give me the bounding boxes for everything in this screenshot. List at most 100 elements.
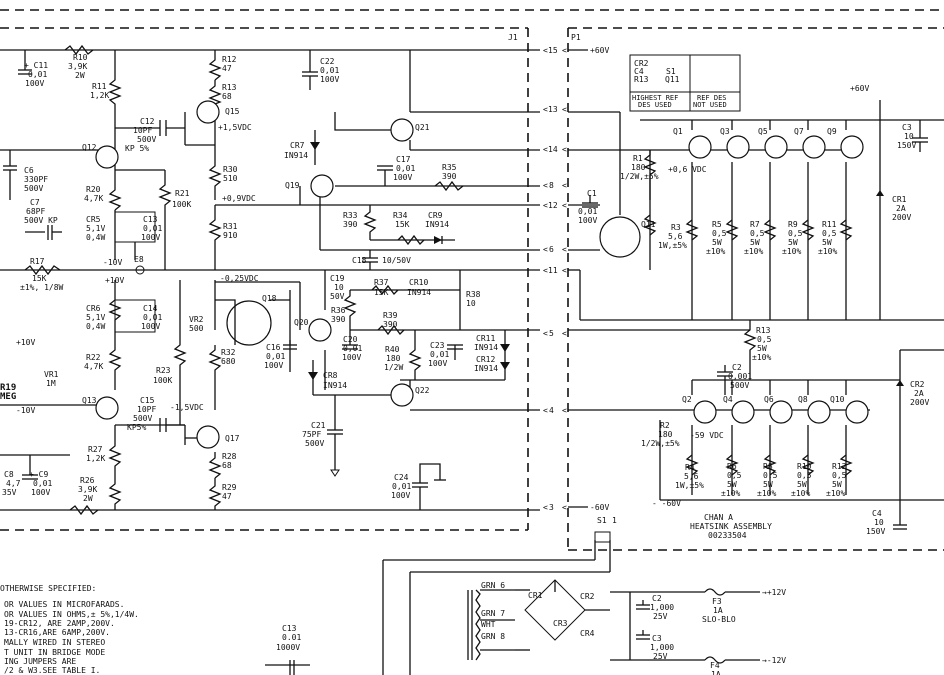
svg-text:<: < (543, 503, 548, 512)
q15-label: Q15 (225, 107, 240, 116)
v-minus-10-a: -10V (103, 258, 122, 267)
q21-symbol (390, 118, 414, 142)
plus12-label: →+12V (762, 588, 786, 597)
q20-label: Q20 (294, 318, 309, 327)
note-3: 19-CR12, ARE 2AMP,200V. (4, 619, 115, 628)
svg-text:<: < (562, 329, 567, 338)
v-plus-06: +0,6 VDC (668, 165, 707, 174)
v-minus-59: -59 VDC (690, 431, 724, 440)
wire-grn-6: GRN 6 (481, 581, 505, 590)
q7-label: Q7 (794, 127, 804, 136)
svg-text:4: 4 (549, 406, 554, 415)
power-supply (382, 531, 760, 675)
q4-label: Q4 (723, 395, 733, 404)
q6-symbol (769, 400, 793, 424)
q5-label: Q5 (758, 127, 768, 136)
q9-label: Q9 (827, 127, 837, 136)
q6-label: Q6 (764, 395, 774, 404)
r17-label: R17 (30, 257, 45, 266)
note-8: /2 & W3.SEE TABLE I. (4, 666, 100, 675)
v-minus-0-25: -0,25VDC (220, 274, 259, 283)
pin-6: <6< (543, 245, 567, 254)
svg-text:15: 15 (548, 46, 558, 55)
q2-symbol (693, 400, 717, 424)
svg-text:<: < (543, 266, 548, 275)
svg-text:<: < (543, 245, 548, 254)
v-plus-1-5: +1,5VDC (218, 123, 252, 132)
note-6: T UNIT IN BRIDGE MODE (4, 648, 105, 657)
svg-text:<: < (543, 406, 548, 415)
svg-text:<: < (562, 105, 567, 114)
q17-symbol (196, 425, 220, 449)
pin-15: <15<+60V (543, 46, 609, 55)
q20-symbol (308, 318, 332, 342)
q15-symbol (196, 100, 220, 124)
svg-text:<: < (562, 503, 567, 512)
notes-block: OTHERWISE SPECIFIED: OR VALUES IN MICROF… (0, 584, 139, 675)
v-minus-1-5: -1,5VDC (170, 403, 204, 412)
svg-text:<: < (543, 46, 548, 55)
cr1-bridge: CR1 (528, 591, 543, 600)
q10-symbol (845, 400, 869, 424)
wire-wht: WHT (481, 620, 496, 629)
q22-label: Q22 (415, 386, 430, 395)
left-board-wiring (0, 44, 540, 516)
q7-symbol (802, 135, 826, 159)
q19-label: Q19 (285, 181, 300, 190)
svg-text:<: < (562, 201, 567, 210)
pin-4: <4< (543, 406, 567, 415)
q8-label: Q8 (798, 395, 808, 404)
note-5: MALLY WIRED IN STEREO (4, 638, 105, 647)
q12-symbol (95, 145, 119, 169)
q9-symbol (840, 135, 864, 159)
left-transistors (95, 100, 414, 449)
wire-grn-8: GRN 8 (481, 632, 505, 641)
svg-text:<: < (543, 201, 548, 210)
svg-text:8: 8 (549, 181, 554, 190)
cr3-bridge: CR3 (553, 619, 568, 628)
pin-14: <14< (543, 145, 567, 154)
q3-symbol (726, 135, 750, 159)
q1-label: Q1 (673, 127, 683, 136)
wire-grn-7: GRN 7 (481, 609, 505, 618)
svg-text:<: < (543, 105, 548, 114)
cr4-bridge: CR4 (580, 629, 595, 638)
q11-label: Q11 (641, 220, 656, 229)
